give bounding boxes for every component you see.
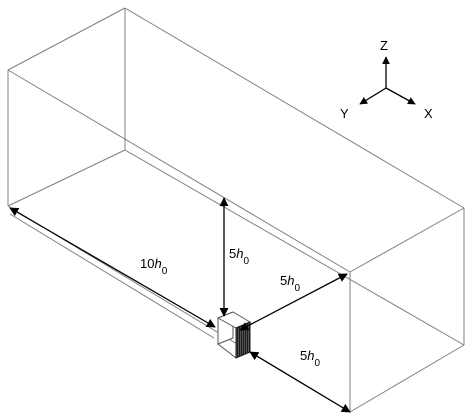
label-height: 5h0 bbox=[229, 246, 249, 267]
obstacle-side-face bbox=[235, 321, 251, 359]
dim-line-width-front bbox=[249, 351, 351, 413]
edge-top-back bbox=[124, 7, 465, 209]
obstacle bbox=[216, 311, 252, 359]
dim-line-width-back bbox=[239, 273, 348, 331]
edge-top-left bbox=[7, 7, 126, 71]
y-axis-arrow bbox=[359, 87, 387, 105]
edge-top-right bbox=[349, 207, 465, 273]
label-width-back: 5h0 bbox=[280, 273, 300, 294]
floor-guide-left bbox=[9, 213, 215, 339]
y-axis-label: Y bbox=[340, 106, 349, 121]
edge-bottom-left bbox=[7, 149, 126, 207]
label-length: 10h0 bbox=[140, 256, 168, 277]
obstacle-edge bbox=[217, 343, 237, 359]
z-axis-label: Z bbox=[380, 38, 388, 53]
edge-bottom-right bbox=[349, 344, 465, 413]
dim-line-length bbox=[9, 207, 216, 328]
edge-top-front bbox=[7, 69, 351, 273]
x-axis-label: X bbox=[424, 106, 433, 121]
label-width-front: 5h0 bbox=[300, 348, 320, 369]
x-axis-arrow bbox=[385, 87, 416, 105]
edge-bottom-back bbox=[124, 149, 465, 346]
dimension-lines bbox=[9, 197, 351, 413]
axes-triad: Z Y X bbox=[340, 38, 433, 121]
